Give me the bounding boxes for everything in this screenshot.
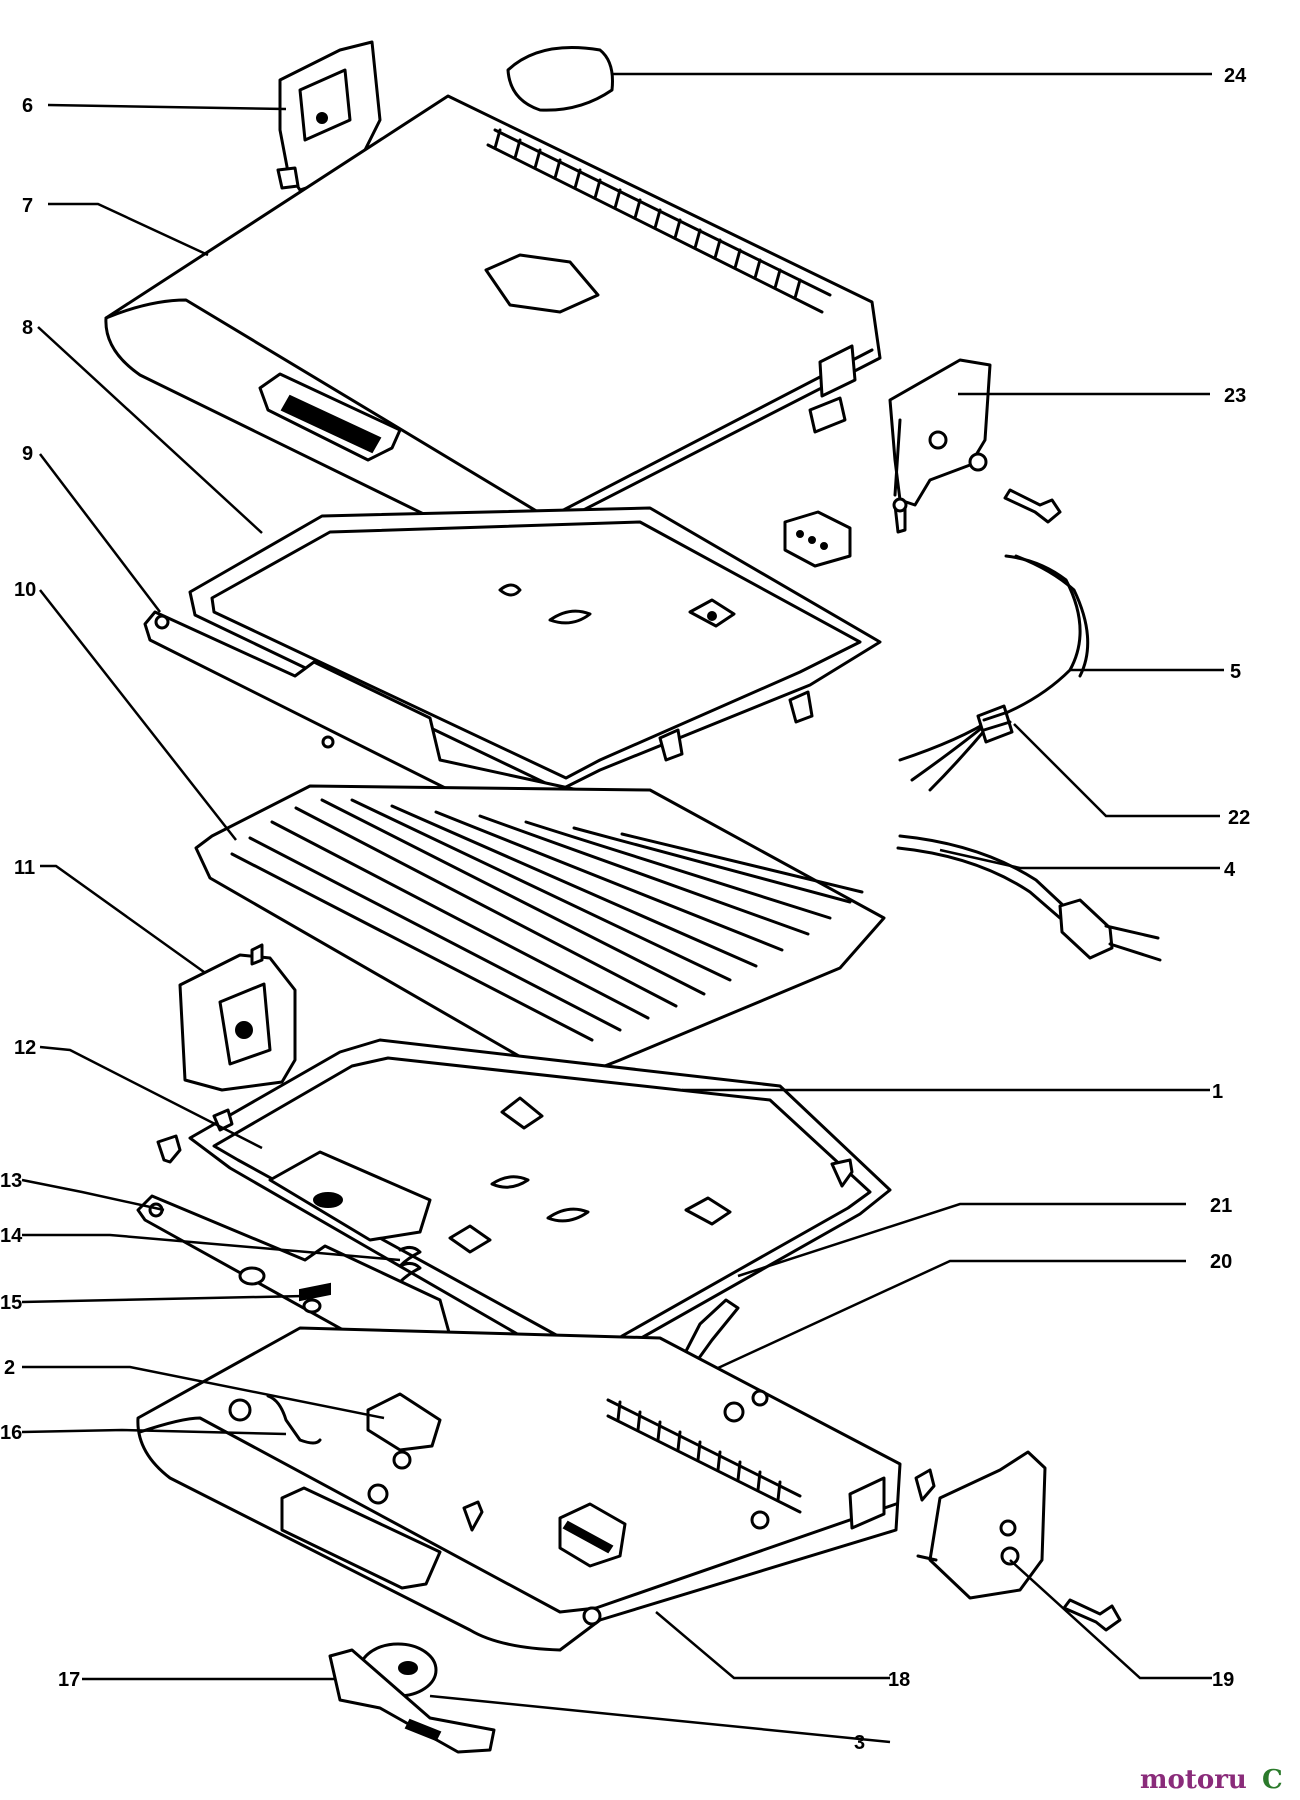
watermark-mark: C — [1262, 1765, 1283, 1795]
callout-20: 20 — [1210, 1251, 1232, 1273]
callout-24: 24 — [1224, 65, 1247, 87]
callout-23: 23 — [1224, 385, 1246, 407]
part-14-spring[interactable] — [398, 1245, 422, 1284]
callout-10: 10 — [14, 579, 36, 601]
callout-14: 14 — [0, 1225, 23, 1247]
callout-11: 11 — [14, 857, 35, 879]
callout-3: 3 — [854, 1732, 865, 1754]
callout-22: 22 — [1228, 807, 1250, 829]
part-24-cap[interactable] — [506, 46, 614, 112]
part-17-foot-bracket[interactable] — [328, 1648, 496, 1754]
top-cover-vents — [486, 128, 832, 314]
callout-18: 18 — [888, 1669, 910, 1691]
part-8-upper-plate[interactable] — [188, 506, 882, 792]
grill-ribs — [230, 798, 864, 1042]
callout-8: 8 — [22, 317, 33, 339]
part-23-right-bracket[interactable] — [888, 358, 992, 507]
screw-right-lower[interactable] — [830, 1158, 854, 1188]
callout-5: 5 — [1230, 661, 1241, 683]
callout-12: 12 — [14, 1037, 36, 1059]
part-5-internal-wiring[interactable] — [898, 554, 1090, 792]
callout-15: 15 — [0, 1292, 22, 1314]
callout-17: 17 — [58, 1669, 80, 1691]
part-16-spring-clip — [266, 1394, 322, 1445]
part-12-thermostat[interactable] — [212, 1108, 432, 1242]
base-vents — [606, 1398, 802, 1514]
leader-lines — [21, 72, 1224, 1744]
screw-right-base[interactable] — [1062, 1598, 1122, 1632]
switch-connector-upper[interactable] — [783, 510, 852, 568]
part-22-grommet[interactable] — [976, 704, 1014, 744]
callout-16: 16 — [0, 1422, 22, 1444]
part-18-base-housing[interactable] — [136, 1326, 902, 1652]
top-cover-emblem — [484, 253, 600, 314]
screw-right-upper[interactable] — [1003, 488, 1062, 524]
part-21-lower-plate[interactable] — [188, 1038, 892, 1378]
part-2-switch — [366, 1392, 442, 1452]
part-4-power-cord[interactable] — [896, 834, 1162, 962]
callout-13: 13 — [0, 1170, 22, 1192]
callout-1: 1 — [1212, 1081, 1223, 1103]
watermark-text: motoru — [1140, 1765, 1247, 1795]
callout-labels: 6 7 8 9 10 11 12 13 14 15 2 16 17 3 18 1… — [0, 65, 1250, 1754]
part-11-left-hinge[interactable] — [178, 943, 297, 1092]
watermark: motoru C — [1140, 1765, 1283, 1795]
part-19-right-bracket[interactable] — [916, 1450, 1047, 1600]
part-7-top-cover[interactable] — [104, 94, 882, 550]
callout-6: 6 — [22, 95, 33, 117]
screw-left-lower[interactable] — [156, 1134, 182, 1164]
callout-4: 4 — [1224, 859, 1236, 881]
screw-bracket-upper[interactable] — [892, 497, 908, 534]
callout-19: 19 — [1212, 1669, 1234, 1691]
screw-bracket-lower[interactable] — [914, 1468, 936, 1502]
part-10-grill-plate[interactable] — [194, 784, 886, 1084]
callout-9: 9 — [22, 443, 33, 465]
callout-7: 7 — [22, 195, 33, 217]
callout-2: 2 — [4, 1357, 15, 1379]
callout-21: 21 — [1210, 1195, 1232, 1217]
